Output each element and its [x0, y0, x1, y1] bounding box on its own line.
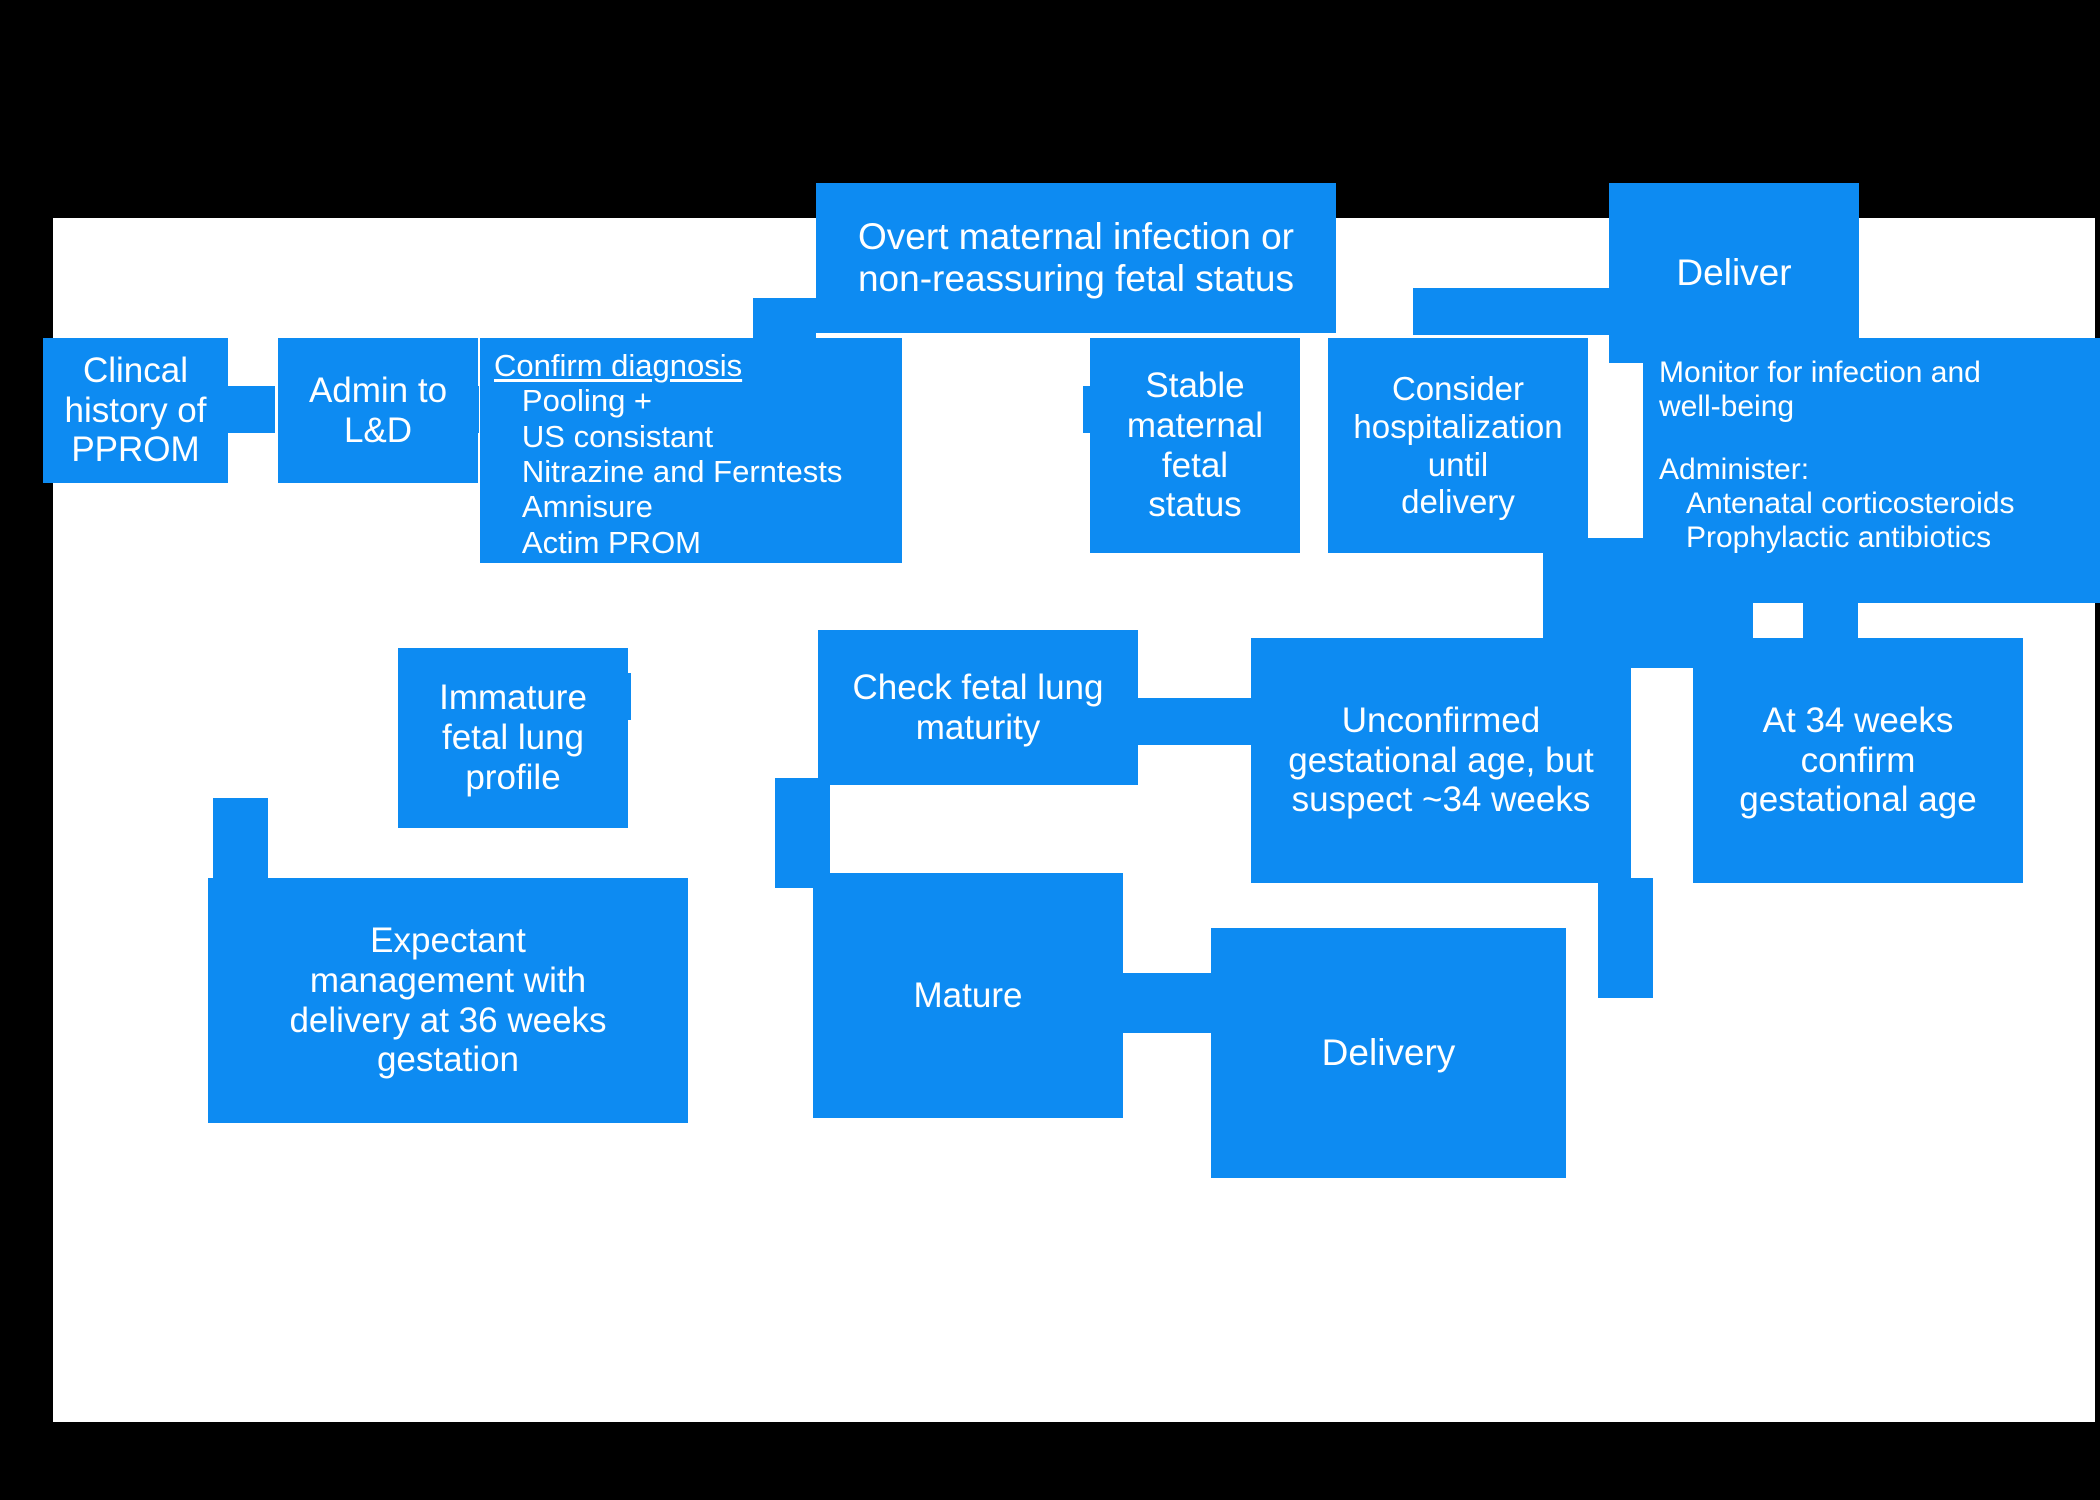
- stable-line-1: Stable: [1145, 365, 1245, 405]
- admin-line-2: L&D: [343, 410, 413, 450]
- administer-item-2: Prophylactic antibiotics: [1686, 521, 1992, 555]
- monitor-heading-line-2: well-being: [1659, 390, 1795, 424]
- administer-label: Administer:: [1659, 452, 1810, 486]
- deliver-label: Deliver: [1676, 251, 1792, 293]
- unconfirmed-line-3: suspect ~34 weeks: [1291, 780, 1591, 820]
- node-stable-status[interactable]: Stable maternal fetal status: [1090, 338, 1300, 553]
- confirm-item-3: Nitrazine and Ferntests: [521, 453, 843, 489]
- history-line-1: Clincal: [82, 350, 189, 390]
- hosp-line-4: delivery: [1401, 483, 1515, 521]
- weeks34-line-3: gestational age: [1739, 780, 1977, 820]
- stable-line-2: maternal: [1126, 405, 1264, 445]
- hosp-line-1: Consider: [1391, 370, 1525, 408]
- expectant-line-4: gestation: [376, 1040, 520, 1080]
- unconfirmed-line-2: gestational age, but: [1288, 740, 1594, 780]
- history-line-3: PPROM: [71, 430, 200, 470]
- stable-line-3: fetal: [1161, 445, 1229, 485]
- node-mature[interactable]: Mature: [813, 873, 1123, 1118]
- weeks34-line-1: At 34 weeks: [1762, 700, 1954, 740]
- node-overt-infection[interactable]: Overt maternal infection or non-reassuri…: [816, 183, 1336, 333]
- node-admin-ld[interactable]: Admin to L&D: [278, 338, 478, 483]
- flowchart-canvas: Overt maternal infection or non-reassuri…: [43, 183, 2100, 1422]
- delivery-label: Delivery: [1321, 1031, 1456, 1073]
- hosp-line-2: hospitalization: [1353, 407, 1563, 445]
- weeks34-line-2: confirm: [1800, 740, 1916, 780]
- confirm-item-4: Amnisure: [521, 489, 653, 525]
- connector-34weeks-to-delivery: [1598, 878, 1653, 998]
- node-consider-hospitalization[interactable]: Consider hospitalization until delivery: [1328, 338, 1588, 553]
- node-unconfirmed-ga[interactable]: Unconfirmed gestational age, but suspect…: [1251, 638, 1631, 883]
- confirm-item-6: ROM Plus: [521, 559, 664, 595]
- hosp-line-3: until: [1427, 445, 1489, 483]
- confirm-heading: Confirm diagnosis: [494, 348, 743, 383]
- immature-line-2: fetal lung: [441, 718, 585, 758]
- expectant-line-3: delivery at 36 weeks: [289, 1000, 607, 1040]
- monitor-heading-line-1: Monitor for infection and: [1659, 356, 1981, 389]
- node-monitor-administer[interactable]: Monitor for infection and well-being Adm…: [1643, 338, 2100, 603]
- mature-label: Mature: [913, 975, 1023, 1015]
- expectant-line-2: management with: [309, 960, 587, 1000]
- overt-line-2: non-reassuring fetal status: [857, 258, 1294, 299]
- node-clinical-history[interactable]: Clincal history of PPROM: [43, 338, 228, 483]
- immature-line-1: Immature: [439, 678, 587, 718]
- node-at-34-weeks[interactable]: At 34 weeks confirm gestational age: [1693, 638, 2023, 883]
- administer-item-1: Antenatal corticosteroids: [1686, 487, 2015, 521]
- expectant-line-1: Expectant: [370, 920, 526, 960]
- history-line-2: history of: [64, 390, 207, 430]
- node-delivery[interactable]: Delivery: [1211, 928, 1566, 1178]
- admin-line-1: Admin to: [308, 370, 448, 410]
- connector-check-to-mature: [775, 778, 830, 888]
- connector-immature-to-expectant: [213, 798, 268, 886]
- overt-line-1: Overt maternal infection or: [858, 215, 1294, 257]
- connector-history-to-admin: [225, 386, 275, 433]
- check-line-1: Check fetal lung: [852, 667, 1104, 707]
- stable-line-4: status: [1148, 485, 1242, 525]
- confirm-item-5: Actim PROM: [521, 524, 702, 560]
- node-expectant-management[interactable]: Expectant management with delivery at 36…: [208, 878, 688, 1123]
- connector-unconfirmed-to-check: [1138, 698, 1253, 745]
- node-immature-profile[interactable]: Immature fetal lung profile: [398, 648, 628, 828]
- node-check-lung-maturity[interactable]: Check fetal lung maturity: [818, 630, 1138, 785]
- confirm-item-2: US consistant: [521, 418, 714, 454]
- node-confirm-diagnosis[interactable]: Confirm diagnosis Pooling + US consistan…: [480, 338, 902, 595]
- check-line-2: maturity: [915, 707, 1041, 747]
- immature-line-3: profile: [465, 757, 561, 797]
- confirm-item-1: Pooling +: [521, 383, 653, 419]
- unconfirmed-line-1: Unconfirmed: [1341, 700, 1541, 740]
- node-deliver[interactable]: Deliver: [1609, 183, 1859, 363]
